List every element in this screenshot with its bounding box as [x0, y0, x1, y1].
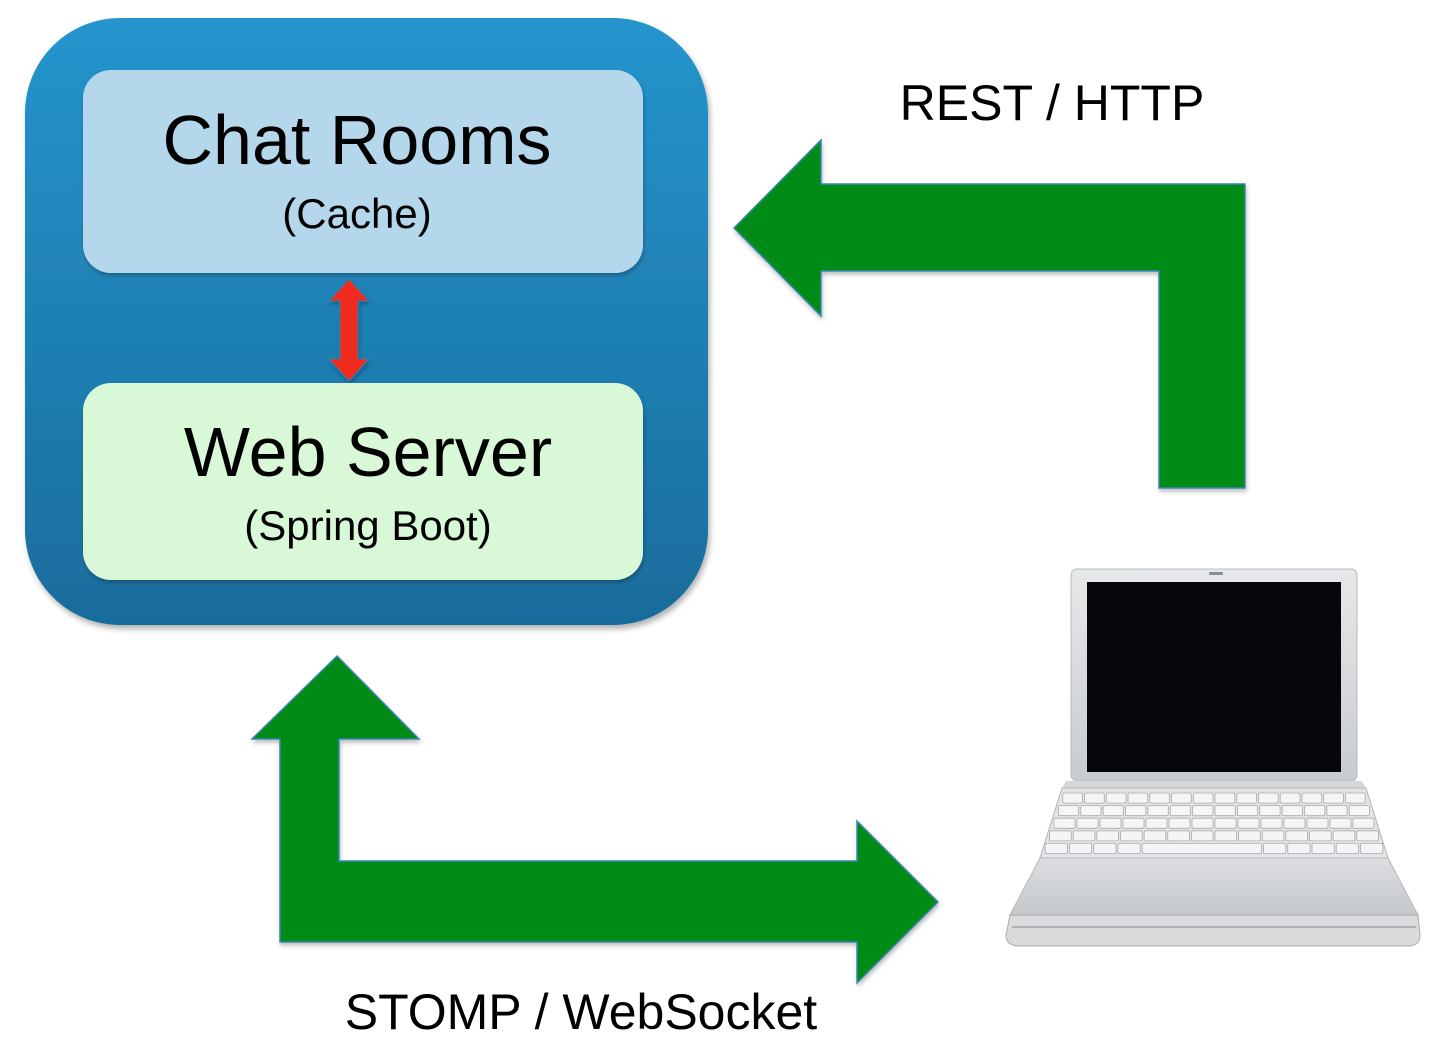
laptop-key [1279, 792, 1301, 804]
laptop-key [1356, 830, 1379, 842]
laptop-key [1332, 830, 1356, 842]
laptop-screen [1087, 582, 1341, 772]
laptop-key [1192, 792, 1214, 804]
laptop-key [1311, 843, 1335, 854]
laptop-key [1099, 817, 1122, 829]
laptop-key [1062, 792, 1083, 804]
laptop-key [1044, 843, 1068, 854]
laptop-key [1049, 830, 1072, 842]
laptop-key [1352, 817, 1375, 829]
laptop-key [1080, 805, 1102, 817]
laptop-key [1348, 805, 1370, 817]
laptop-key [1360, 843, 1384, 854]
laptop-key [1260, 817, 1283, 829]
laptop-key [1283, 817, 1306, 829]
laptop-palm-rest [1009, 857, 1419, 916]
laptop-key [1287, 843, 1311, 854]
laptop-key [1237, 817, 1260, 829]
cache-box-title: Chat Rooms [162, 101, 551, 179]
laptop-key [1285, 830, 1308, 842]
web-box-background [83, 383, 643, 580]
laptop-icon [1005, 568, 1421, 947]
laptop-key [1281, 805, 1303, 817]
laptop-key [1214, 817, 1237, 829]
laptop-key [1214, 792, 1236, 804]
laptop-key [1214, 805, 1236, 817]
laptop-key [1304, 805, 1326, 817]
laptop-key [1301, 792, 1323, 804]
rest-http-label: REST / HTTP [900, 75, 1205, 131]
laptop-key [1191, 817, 1214, 829]
laptop-key [1127, 792, 1149, 804]
laptop-key [1214, 830, 1238, 842]
laptop-key [1147, 805, 1169, 817]
laptop-key [1323, 792, 1344, 804]
laptop-key [1169, 805, 1192, 817]
laptop-key [1125, 805, 1147, 817]
laptop-key [1329, 817, 1352, 829]
laptop-key [1259, 805, 1281, 817]
laptop-key [1238, 830, 1261, 842]
laptop-hinge [1062, 781, 1366, 788]
laptop-key [1069, 843, 1093, 854]
cache-box-subtitle: (Cache) [282, 190, 431, 237]
laptop-key [1168, 817, 1191, 829]
internal-bidirectional-arrow [327, 278, 371, 382]
laptop-key [1093, 843, 1117, 854]
web-box-subtitle: (Spring Boot) [244, 502, 491, 549]
laptop-key [1236, 805, 1259, 817]
laptop-key [1309, 830, 1332, 842]
chat-rooms-cache-box[interactable]: Chat Rooms (Cache) [83, 70, 643, 273]
laptop-spacebar [1141, 843, 1262, 854]
rest-http-connection: REST / HTTP [732, 75, 1246, 489]
laptop-key [1263, 843, 1287, 854]
laptop-key [1326, 805, 1348, 817]
laptop-key [1105, 792, 1127, 804]
laptop-key [1096, 830, 1119, 842]
web-server-box[interactable]: Web Server (Spring Boot) [83, 383, 643, 580]
laptop-key [1084, 792, 1105, 804]
laptop-key [1345, 792, 1366, 804]
stomp-websocket-label: STOMP / WebSocket [345, 984, 818, 1040]
server-container: Chat Rooms (Cache) Web Server (Spring Bo… [25, 18, 708, 625]
laptop-key [1053, 817, 1076, 829]
rest-http-arrow [732, 138, 1246, 489]
laptop-camera-latch [1209, 572, 1223, 575]
laptop-key [1149, 792, 1170, 804]
laptop-key [1058, 805, 1080, 817]
stomp-websocket-arrow [250, 654, 940, 985]
laptop-key [1261, 830, 1285, 842]
laptop-keyboard [1044, 792, 1384, 854]
laptop-key [1335, 843, 1359, 854]
cache-box-background [83, 70, 643, 273]
laptop-key [1258, 792, 1279, 804]
laptop-base-edge [1005, 914, 1421, 947]
laptop-key [1072, 830, 1096, 842]
web-box-title: Web Server [184, 413, 552, 491]
laptop-key [1171, 792, 1192, 804]
laptop-key [1143, 830, 1167, 842]
laptop-key [1236, 792, 1257, 804]
laptop-key [1306, 817, 1329, 829]
laptop-key [1167, 830, 1190, 842]
laptop-key [1076, 817, 1099, 829]
laptop-key [1102, 805, 1124, 817]
laptop-key [1120, 830, 1143, 842]
laptop-key [1190, 830, 1214, 842]
laptop-key [1117, 843, 1141, 854]
stomp-websocket-connection: STOMP / WebSocket [250, 654, 940, 1040]
laptop-key [1192, 805, 1214, 817]
laptop-key [1122, 817, 1145, 829]
laptop-key [1145, 817, 1168, 829]
